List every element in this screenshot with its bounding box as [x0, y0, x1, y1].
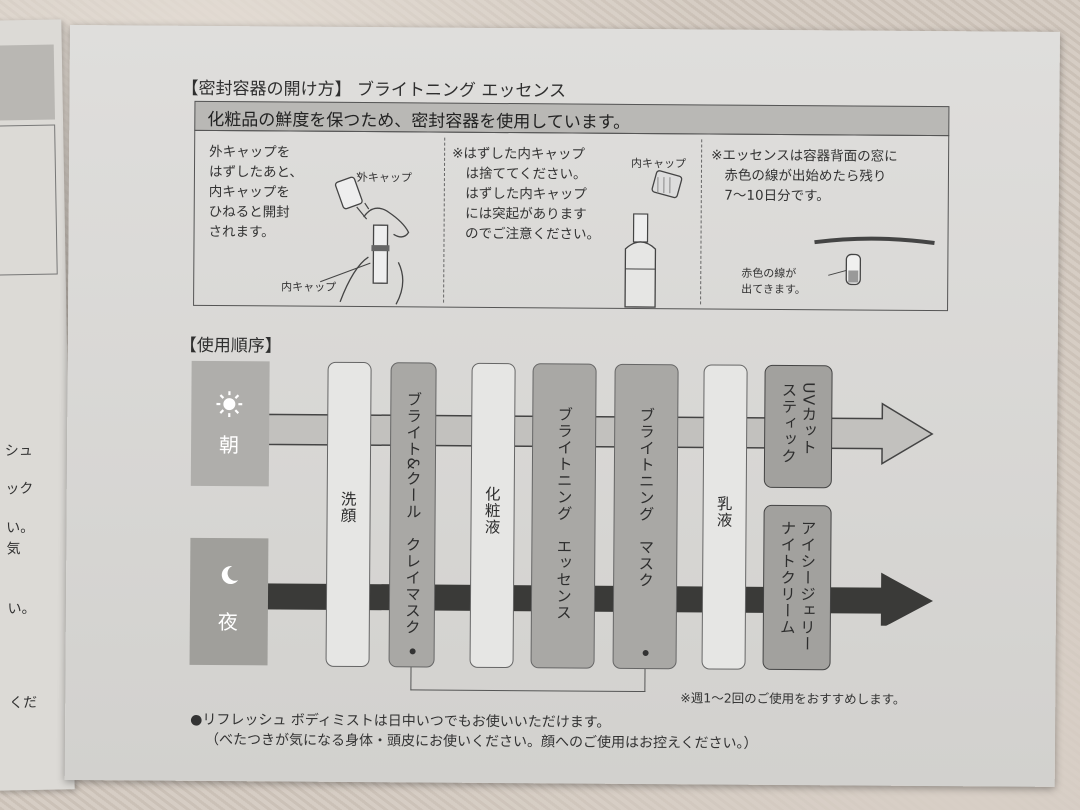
moon-icon: [221, 566, 239, 584]
left-page-text: シュ: [4, 442, 33, 460]
hand-opening-cap-illustration: [320, 172, 410, 305]
weekly-note: ※週1〜2回のご使用をおすすめします。: [680, 690, 906, 707]
step-uv-cut-stick: UVカット スティック: [763, 364, 833, 489]
step-label: 化粧液: [482, 485, 501, 536]
step-brightening-essence: ブライトニング エッセンス: [530, 363, 597, 669]
step-label: アイシージェリー ナイトクリーム: [777, 519, 817, 653]
left-page-gray-block: [0, 44, 56, 121]
usage-title: 【使用順序】: [179, 335, 282, 357]
container-window-illustration: [814, 236, 935, 286]
left-page-frame: [0, 124, 58, 276]
freshness-text: 化粧品の鮮度を保つため、密封容器を使用しています。: [207, 109, 631, 133]
step-label: ブライトニング エッセンス: [553, 406, 574, 622]
panel1-text: 外キャップを はずしたあと、 内キャップを ひねると開封 されます。: [208, 143, 303, 241]
step-lotion: 化粧液: [469, 362, 516, 669]
night-label: 夜: [217, 610, 238, 635]
left-page-text: い。: [6, 519, 35, 537]
step-label: 洗顔: [338, 490, 357, 525]
weekly-dot: [409, 648, 416, 655]
step-label: UVカット スティック: [778, 381, 818, 465]
morning-box: 朝: [190, 360, 270, 487]
red-line-label: 赤色の線が 出てきます。: [741, 266, 806, 297]
left-page-text: 気: [6, 541, 21, 558]
left-page-text: い。: [7, 600, 36, 618]
panel2-text: ※はずした内キャップ は捨ててください。 はずした内キャップ には突起があります…: [451, 145, 601, 243]
step-emulsion: 乳液: [701, 364, 748, 670]
bottle-with-inner-cap-illustration: [624, 170, 683, 308]
step-clay-mask: ブライト&クール クレイマスク: [388, 362, 437, 668]
left-page-text: ック: [5, 480, 34, 498]
morning-label: 朝: [218, 433, 240, 458]
step-night-cream: アイシージェリー ナイトクリーム: [762, 504, 832, 671]
panel3-text: ※エッセンスは容器背面の窓に 赤色の線が出始めたら残り 7〜10日分です。: [710, 147, 898, 205]
weekly-bracket: [410, 659, 646, 693]
step-label: ブライトニング マスク: [636, 406, 656, 589]
open-section-title: 【密封容器の開け方】 ブライトニング エッセンス: [181, 78, 567, 102]
left-page-text: くだ: [9, 694, 38, 712]
step-label: ブライト&クール クレイマスク: [402, 391, 423, 636]
weekly-dot: [642, 650, 649, 657]
footnote-line2: （べたつきが気になる身体・頭皮にお使いください。顔へのご使用はお控えください。）: [204, 731, 758, 752]
instruction-page: 【密封容器の開け方】 ブライトニング エッセンス 化粧品の鮮度を保つため、密封容…: [64, 25, 1060, 787]
step-face-wash: 洗顔: [325, 361, 372, 668]
step-label: 乳液: [714, 495, 733, 529]
night-box: 夜: [189, 537, 269, 666]
sun-icon: [216, 391, 243, 418]
step-brightening-mask: ブライトニング マスク: [612, 363, 679, 670]
